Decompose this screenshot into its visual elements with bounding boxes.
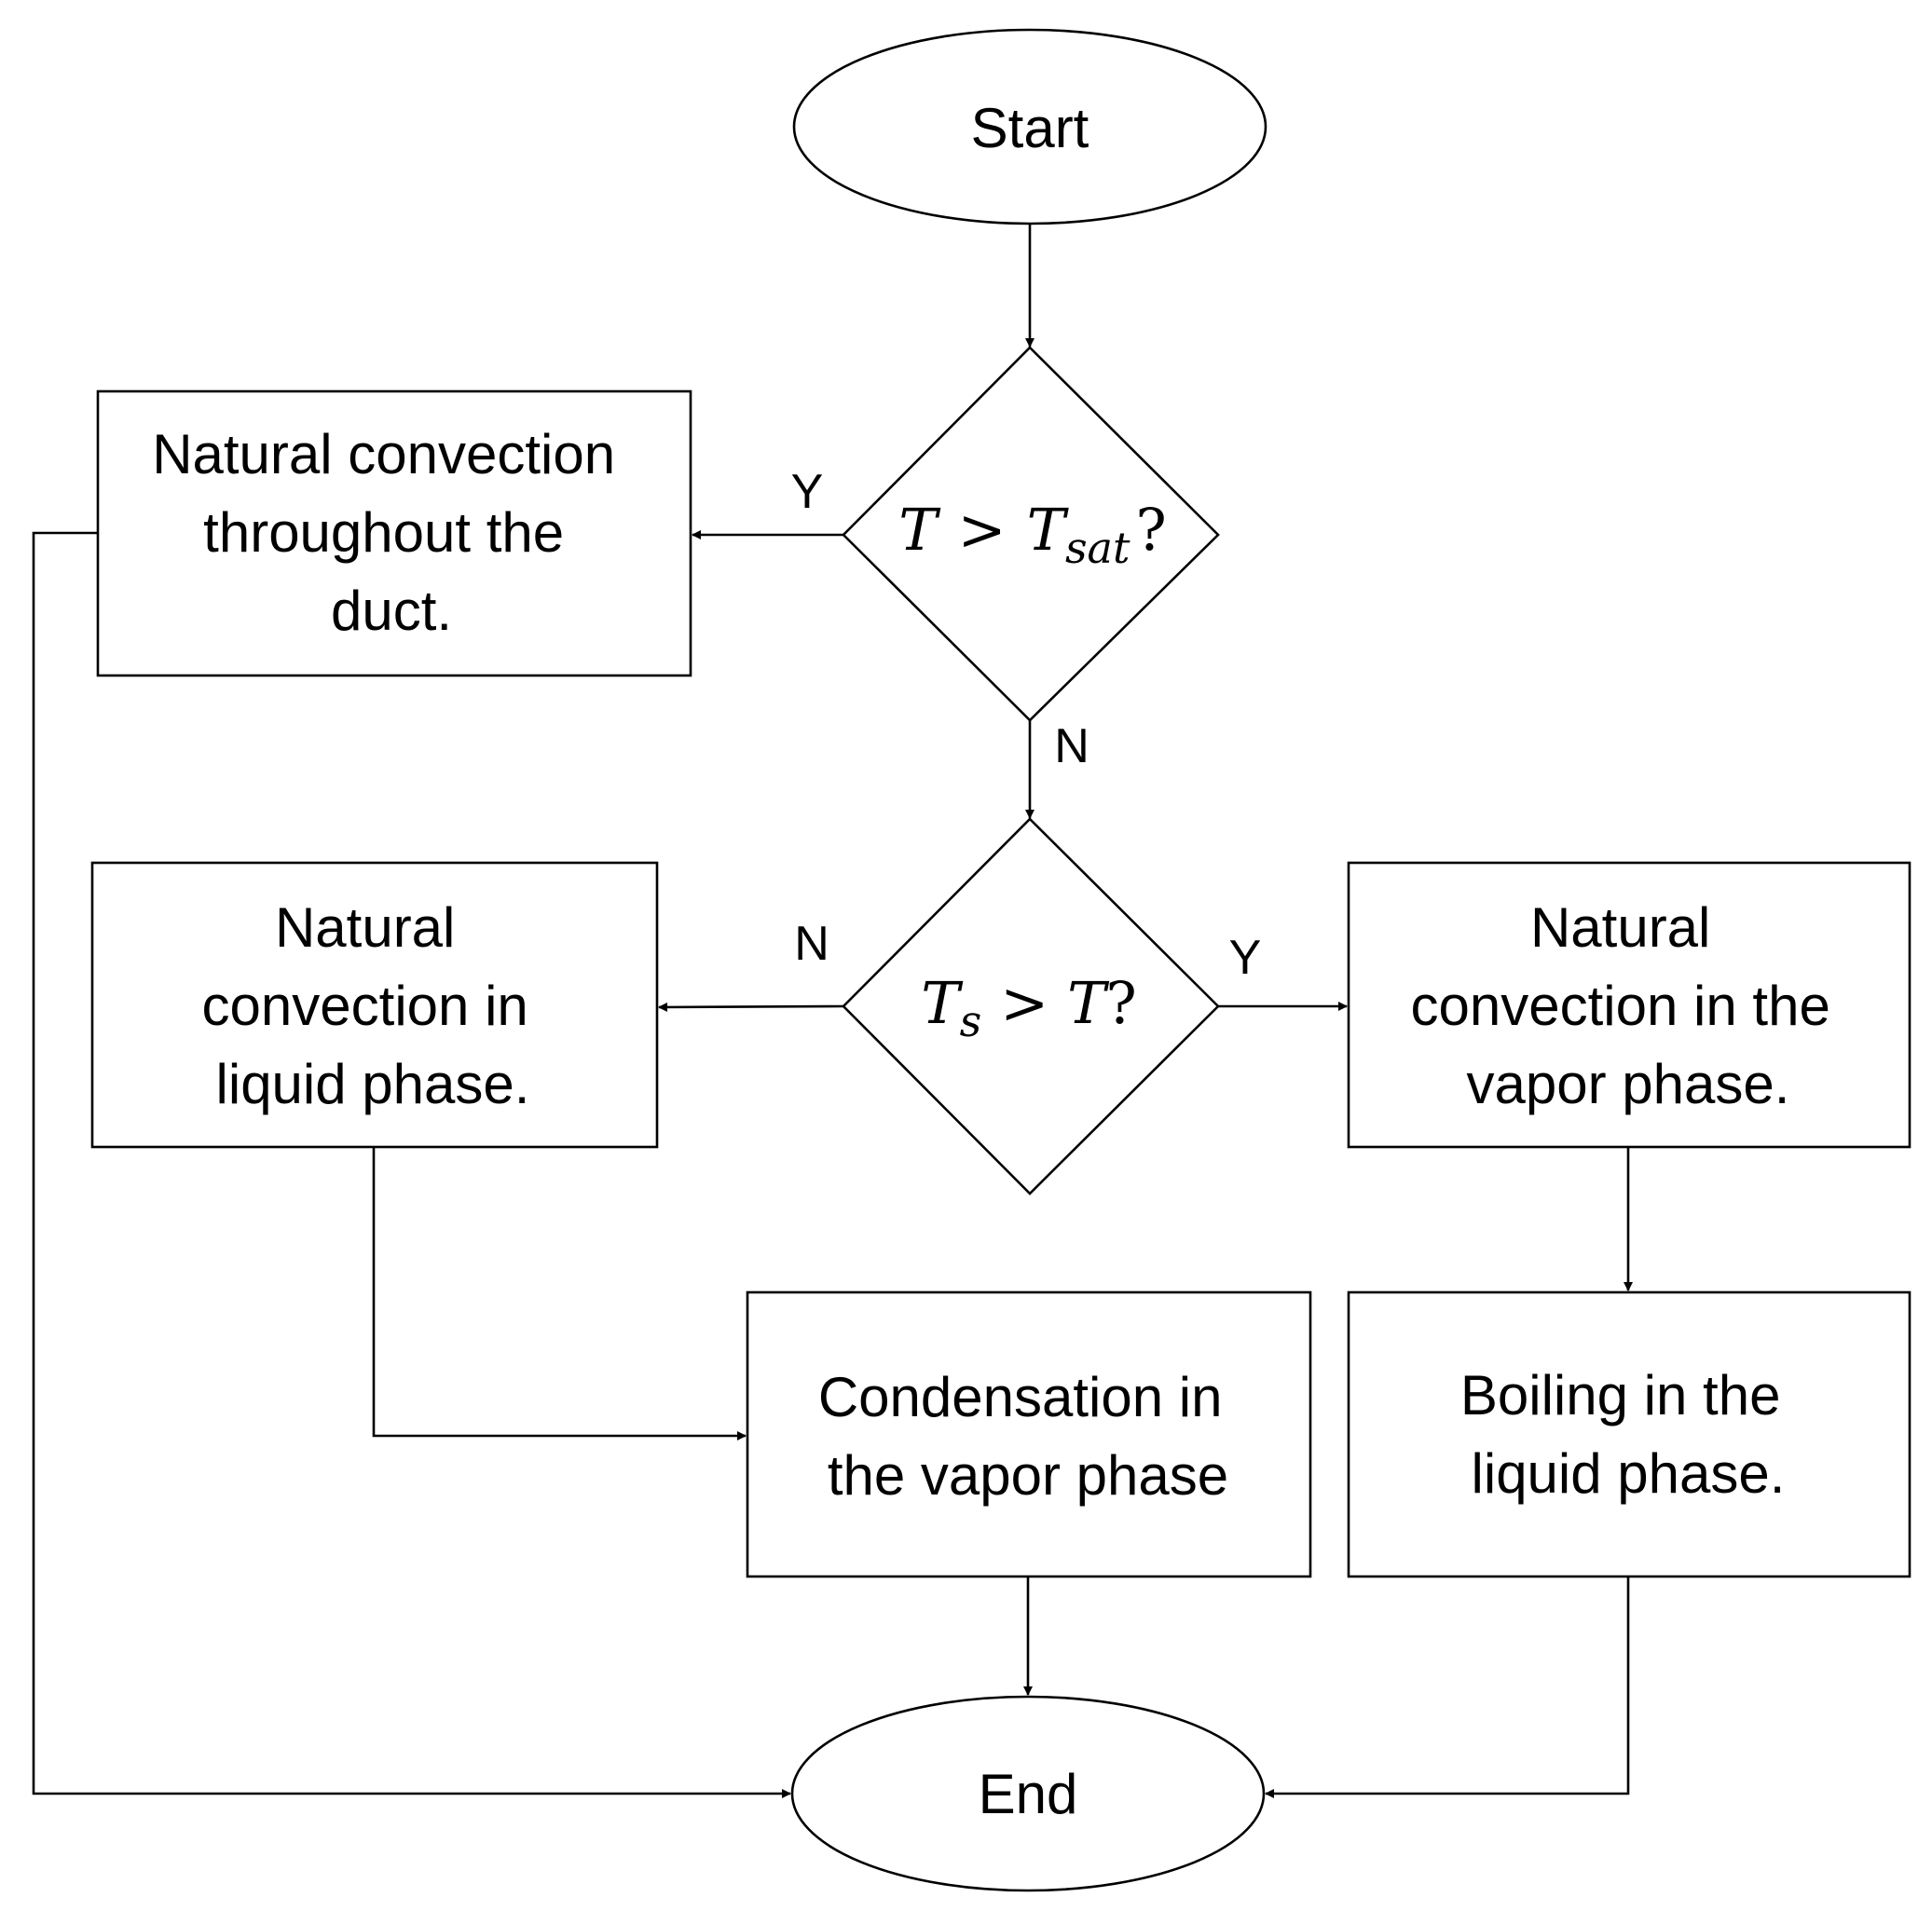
- boiling-text: Boiling in the liquid phase.: [1460, 1364, 1796, 1505]
- decision2-rhs: T: [1067, 969, 1110, 1037]
- convection-liquid-text: Natural convection in liquid phase.: [202, 896, 544, 1115]
- convection-liquid-line-2: convection in: [202, 975, 528, 1037]
- decision2-lhs: T: [921, 969, 964, 1037]
- end-node: End: [790, 1695, 1266, 1892]
- convection-duct-text: Natural convection throughout the duct.: [152, 423, 631, 642]
- decision2-question: ?: [1106, 969, 1137, 1037]
- convection-liquid-box: Natural convection in liquid phase.: [90, 861, 659, 1149]
- arrow-decision2-no: [658, 1002, 844, 1012]
- convection-duct-box: Natural convection throughout the duct.: [96, 389, 692, 677]
- convection-liquid-line-3: liquid phase.: [216, 1053, 530, 1115]
- decision2-subscript: s: [960, 996, 982, 1046]
- boiling-line-1: Boiling in the: [1460, 1364, 1781, 1426]
- start-label: Start: [971, 97, 1089, 159]
- convection-liquid-line-1: Natural: [275, 896, 455, 959]
- condensation-text: Condensation in the vapor phase: [818, 1366, 1238, 1507]
- decision1-question: ?: [1135, 496, 1166, 564]
- decision1-operator: >: [958, 496, 1007, 564]
- decision1-rhs: T: [1027, 496, 1070, 564]
- branch-label-decision2-yes: Y: [1229, 931, 1262, 985]
- decision-t-greater-than-tsat: T>Tsat?: [842, 346, 1220, 722]
- decision1-subscript: sat: [1065, 523, 1130, 573]
- decision-ts-greater-than-t: Ts > T?: [842, 817, 1220, 1195]
- condensation-line-2: the vapor phase: [828, 1444, 1228, 1507]
- convection-vapor-line-2: convection in the: [1411, 975, 1830, 1037]
- branch-label-decision1-no: N: [1054, 719, 1089, 773]
- decision1-var: T: [898, 496, 941, 564]
- convection-vapor-line-1: Natural: [1530, 896, 1710, 959]
- branch-label-decision2-no: N: [794, 917, 829, 971]
- decision1-expression: T>Tsat?: [898, 496, 1166, 573]
- decision2-expression: Ts > T?: [921, 969, 1137, 1046]
- end-label: End: [979, 1763, 1078, 1825]
- convection-duct-line-2: throughout the: [203, 501, 564, 564]
- arrow-duct-to-end: [32, 531, 791, 1798]
- convection-vapor-box: Natural convection in the vapor phase.: [1347, 861, 1911, 1149]
- arrow-boiling-to-end: [1265, 1577, 1630, 1798]
- boiling-line-2: liquid phase.: [1472, 1442, 1786, 1505]
- decision2-operator: >: [1000, 969, 1048, 1037]
- arrow-liquid-to-condensation: [372, 1147, 747, 1440]
- start-node: Start: [792, 28, 1267, 225]
- convection-duct-line-3: duct.: [331, 580, 452, 642]
- convection-vapor-line-3: vapor phase.: [1467, 1053, 1790, 1115]
- convection-vapor-text: Natural convection in the vapor phase.: [1411, 896, 1846, 1115]
- convection-duct-line-1: Natural convection: [152, 423, 615, 485]
- condensation-line-1: Condensation in: [818, 1366, 1223, 1428]
- condensation-box: Condensation in the vapor phase: [746, 1290, 1312, 1578]
- branch-label-decision1-yes: Y: [791, 465, 824, 519]
- boiling-box: Boiling in the liquid phase.: [1347, 1290, 1911, 1578]
